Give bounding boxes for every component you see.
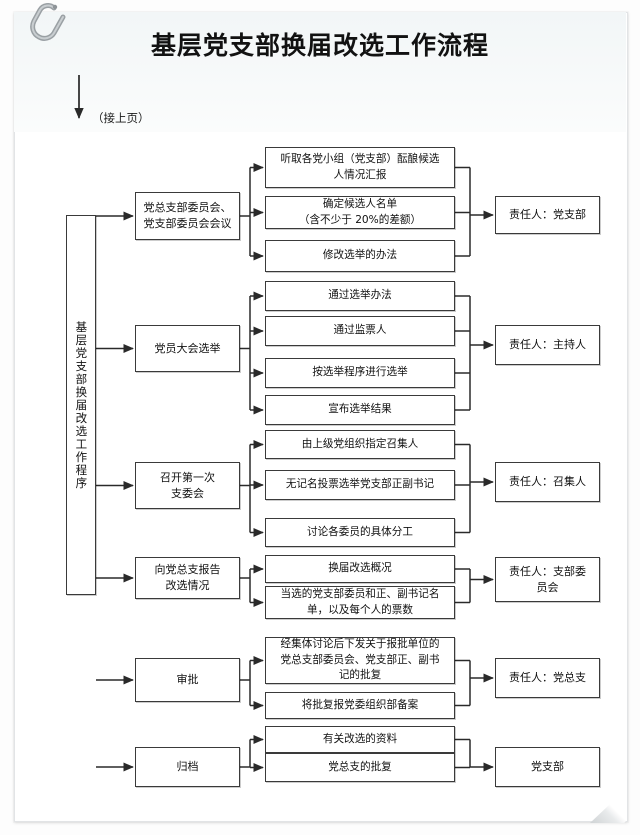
process-spine: 基层党支部换届改选工作程序 (66, 215, 96, 595)
detail-box-6-1-label: 有关改选的资料 (322, 732, 398, 745)
detail-box-1-3[interactable]: 修改选举的办法 (265, 240, 455, 272)
stage-box-4[interactable]: 向党总支报告改选情况 (135, 557, 240, 599)
stage-box-5-label: 审批 (176, 673, 199, 687)
stage-box-1-label: 党总支部委员会、党支部委员会会议 (143, 201, 232, 230)
detail-box-4-1[interactable]: 换届改选概况 (265, 555, 455, 583)
stage-box-3-label: 召开第一次支委会 (160, 470, 215, 500)
detail-box-3-1[interactable]: 由上级党组织指定召集人 (265, 430, 455, 459)
owner-box-6-label: 党支部 (531, 760, 564, 774)
stage-box-1[interactable]: 党总支部委员会、党支部委员会会议 (135, 192, 240, 240)
detail-box-2-1[interactable]: 通过选举办法 (265, 281, 455, 311)
stage-box-2[interactable]: 党员大会选举 (135, 325, 240, 372)
owner-box-4-label: 责任人：支部委员会 (509, 564, 586, 594)
detail-box-1-2-label: 确定候选人名单（含不少于 20%的差额） (298, 198, 422, 226)
detail-box-2-3-label: 按选举程序进行选举 (312, 366, 408, 379)
detail-box-5-2[interactable]: 将批复报党委组织部备案 (265, 692, 455, 719)
owner-box-3[interactable]: 责任人：召集人 (495, 462, 600, 502)
owner-box-5[interactable]: 责任人：党总支 (495, 658, 600, 698)
detail-box-3-3[interactable]: 讨论各委员的具体分工 (265, 518, 455, 547)
owner-box-6[interactable]: 党支部 (495, 747, 600, 787)
detail-box-4-2-label: 当选的党支部委员和正、副书记名单，以及每个人的票数 (280, 588, 440, 616)
detail-box-1-2[interactable]: 确定候选人名单（含不少于 20%的差额） (265, 196, 455, 229)
stage-box-6-label: 归档 (176, 760, 199, 774)
paperclip-icon (30, 2, 90, 66)
stage-box-6[interactable]: 归档 (135, 747, 240, 787)
stage-box-4-label: 向党总支报告改选情况 (154, 563, 221, 592)
owner-box-1-label: 责任人：党支部 (509, 208, 586, 222)
detail-box-5-2-label: 将批复报党委组织部备案 (301, 698, 419, 711)
detail-box-2-4-label: 宣布选举结果 (328, 403, 392, 416)
owner-box-2[interactable]: 责任人：主持人 (495, 325, 600, 365)
owner-box-1[interactable]: 责任人：党支部 (495, 196, 600, 234)
detail-box-2-2[interactable]: 通过监票人 (265, 316, 455, 346)
detail-box-6-2[interactable]: 党总支的批复 (265, 753, 455, 782)
detail-box-5-1[interactable]: 经集体讨论后下发关于报批单位的党总支部委员会、党支部正、副书记的批复 (265, 637, 455, 684)
detail-box-3-1-label: 由上级党组织指定召集人 (301, 437, 419, 450)
stage-box-2-label: 党员大会选举 (154, 341, 221, 355)
detail-box-1-1-label: 听取各党小组（党支部）酝酿候选人情况汇报 (280, 153, 440, 181)
detail-box-2-2-label: 通过监票人 (333, 324, 387, 337)
detail-box-3-2[interactable]: 无记名投票选举党支部正副书记 (265, 470, 455, 500)
detail-box-3-2-label: 无记名投票选举党支部正副书记 (285, 478, 435, 491)
stage-box-3[interactable]: 召开第一次支委会 (135, 462, 240, 509)
owner-box-5-label: 责任人：党总支 (509, 671, 586, 685)
owner-box-2-label: 责任人：主持人 (509, 338, 586, 352)
detail-box-4-1-label: 换届改选概况 (328, 562, 392, 575)
detail-box-5-1-label: 经集体讨论后下发关于报批单位的党总支部委员会、党支部正、副书记的批复 (280, 638, 440, 682)
detail-box-6-1[interactable]: 有关改选的资料 (265, 726, 455, 753)
detail-box-4-2[interactable]: 当选的党支部委员和正、副书记名单，以及每个人的票数 (265, 586, 455, 619)
stage-box-5[interactable]: 审批 (135, 658, 240, 702)
owner-box-3-label: 责任人：召集人 (509, 475, 586, 489)
detail-box-2-4[interactable]: 宣布选举结果 (265, 395, 455, 425)
detail-box-1-1[interactable]: 听取各党小组（党支部）酝酿候选人情况汇报 (265, 147, 455, 188)
process-spine-label: 基层党支部换届改选工作程序 (74, 320, 89, 490)
detail-box-6-2-label: 党总支的批复 (328, 760, 392, 773)
detail-box-2-3[interactable]: 按选举程序进行选举 (265, 358, 455, 388)
continued-note: （接上页） (92, 111, 150, 125)
page-title: 基层党支部换届改选工作流程 (150, 31, 489, 60)
owner-box-4[interactable]: 责任人：支部委员会 (495, 557, 600, 602)
detail-box-2-1-label: 通过选举办法 (328, 289, 392, 302)
detail-box-3-3-label: 讨论各委员的具体分工 (307, 525, 413, 538)
detail-box-1-3-label: 修改选举的办法 (322, 249, 398, 262)
